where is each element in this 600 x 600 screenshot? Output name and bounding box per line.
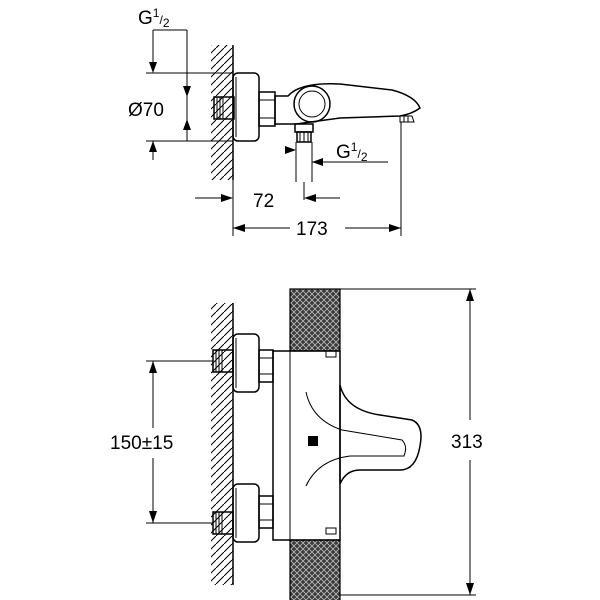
offset-dimension: 72 [195, 180, 340, 236]
thread-label-outlet: G1/2 [336, 140, 368, 164]
thread-dimension-outlet: G1/2 [285, 140, 388, 182]
thread-label-top: G1/2 [138, 6, 170, 30]
mixer-body-front [272, 350, 422, 541]
inlet-spacing-label: 150±15 [110, 433, 173, 454]
front-view: 150±15 313 [110, 288, 483, 600]
depth-label: 173 [296, 219, 328, 240]
outlet-stub [294, 123, 314, 143]
height-dimension: 313 [340, 288, 483, 596]
diameter-label: Ø70 [128, 100, 164, 121]
depth-dimension: 173 [233, 122, 402, 240]
flow-knob[interactable] [289, 539, 341, 600]
outlet-icon [308, 436, 318, 446]
inlet-spacing-dimension: 150±15 [110, 360, 213, 524]
offset-label: 72 [253, 191, 274, 212]
mixer-body-side [274, 83, 421, 125]
diameter-dimension: Ø70 [128, 100, 233, 160]
height-label: 313 [451, 432, 483, 453]
temperature-knob[interactable] [289, 288, 341, 352]
thread-dimension-top: G1/2 [138, 6, 233, 120]
wall-hatch-front [211, 303, 234, 585]
side-view: G1/2 Ø70 G1/2 [128, 6, 421, 240]
